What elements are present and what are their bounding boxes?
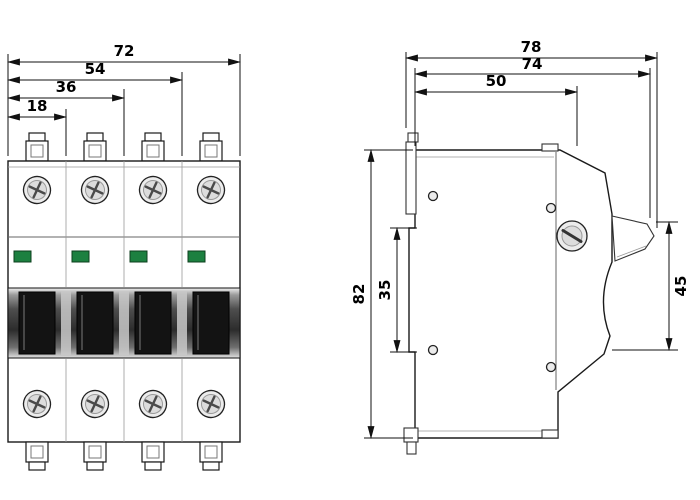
clamp-opening (146, 144, 160, 158)
terminal-tab (28, 461, 46, 471)
side-profile (408, 149, 613, 439)
front-view-dimensions: 72 54 36 18 (6, 42, 242, 156)
clamp-opening (30, 445, 44, 459)
din-clip-top-tab (407, 132, 419, 143)
dim-label-height: 82 (350, 284, 368, 305)
status-indicator (13, 250, 32, 263)
dim-label-total-width: 72 (114, 42, 135, 60)
status-indicator (71, 250, 90, 263)
toggle-band (7, 287, 241, 359)
clamp-opening (30, 144, 44, 158)
terminal-tab (144, 461, 162, 471)
rivet-icon (545, 202, 557, 214)
top-terminal-screws (22, 175, 226, 205)
dim-label-depth-secondary: 74 (522, 55, 543, 73)
clamp-opening (204, 445, 218, 459)
screw-icon (22, 175, 52, 205)
clamp-opening (146, 445, 160, 459)
side-view: 78 74 50 82 35 45 (350, 38, 690, 455)
screw-icon (196, 175, 226, 205)
terminal-tab (202, 132, 220, 142)
clamp-opening (88, 144, 102, 158)
bottom-terminal-screws (22, 389, 226, 419)
dim-label-two-module: 36 (56, 78, 77, 96)
dim-label-front-section: 45 (672, 276, 690, 297)
bottom-terminal-clamps (25, 441, 223, 471)
side-toggle-handle (611, 215, 655, 262)
screw-icon (138, 175, 168, 205)
din-clip-lower-body (403, 427, 419, 443)
rivet-icon (427, 190, 439, 202)
rivet-icon (545, 361, 557, 373)
band-gap (177, 291, 187, 355)
screw-icon (80, 389, 110, 419)
dim-label-three-module: 54 (85, 60, 106, 78)
screw-icon (80, 175, 110, 205)
front-view: 72 54 36 18 (6, 42, 242, 471)
terminal-tab (86, 461, 104, 471)
status-indicators (13, 250, 206, 263)
case-rivets (427, 190, 557, 373)
screw-icon (22, 389, 52, 419)
dim-label-rail-recess: 35 (376, 280, 394, 301)
din-clip-lower-foot (406, 441, 417, 455)
terminal-tab (202, 461, 220, 471)
clamp-opening (88, 445, 102, 459)
dim-label-one-module: 18 (27, 97, 48, 115)
bottom-vent-slot (541, 429, 559, 439)
band-gap (61, 291, 71, 355)
pole-dividers (65, 161, 183, 442)
terminal-tab (144, 132, 162, 142)
terminal-tab (86, 132, 104, 142)
dim-label-depth-upper: 50 (486, 72, 507, 90)
rivet-icon (427, 344, 439, 356)
status-indicator (129, 250, 148, 263)
screw-icon (138, 389, 168, 419)
terminal-screw-icon (556, 220, 588, 252)
status-indicator (187, 250, 206, 263)
screw-icon (196, 389, 226, 419)
clamp-opening (204, 144, 218, 158)
top-vent-slot (541, 143, 559, 152)
band-gap (119, 291, 129, 355)
din-clip-upper-jaw (405, 141, 417, 215)
side-view-dimensions: 78 74 50 82 35 45 (350, 38, 690, 440)
dim-label-total-depth: 78 (521, 38, 542, 56)
terminal-tab (28, 132, 46, 142)
